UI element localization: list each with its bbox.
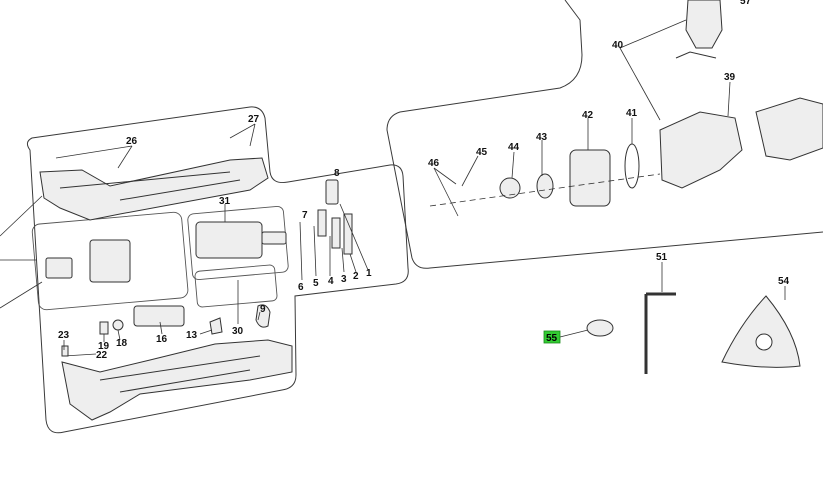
group-outlines (26, 0, 823, 434)
part-label-45: 45 (476, 147, 488, 158)
upper-housing-detail (59, 171, 241, 201)
part-label-27: 27 (248, 114, 260, 125)
part-label-55[interactable]: 55 (546, 333, 558, 344)
lower-housing-detail (99, 355, 261, 393)
part-2-spring (343, 213, 353, 255)
part-18-shape (112, 319, 124, 331)
part-label-18: 18 (116, 338, 128, 349)
part-label-39: 39 (724, 72, 736, 83)
leader-lines (0, 19, 786, 357)
part-label-22: 22 (96, 350, 108, 361)
part-label-51: 51 (656, 252, 668, 263)
part-label-13: 13 (186, 330, 198, 341)
head-assembly-outline (386, 0, 823, 269)
part-label-40: 40 (612, 40, 624, 51)
part-label-16: 16 (156, 334, 168, 345)
part-16-shape (133, 305, 185, 327)
part-1-shape (325, 179, 339, 205)
part-label-31: 31 (219, 196, 231, 207)
upper-housing-shape (39, 157, 269, 221)
part-54-hole (755, 333, 773, 351)
part-label-3: 3 (341, 274, 347, 285)
part-43-shape (536, 173, 554, 199)
part-44-shape (499, 177, 521, 199)
part-40-shape (685, 0, 723, 49)
part-label-42: 42 (582, 110, 594, 121)
part-label-2: 2 (353, 271, 359, 282)
part-drawings (39, 0, 823, 421)
highlight-box-55 (543, 330, 561, 344)
part-label-30: 30 (232, 326, 244, 337)
part-label-46: 46 (428, 158, 440, 169)
part-4-shape (317, 209, 327, 237)
part-label-1: 1 (366, 268, 372, 279)
part-label-5: 5 (313, 278, 319, 289)
part-labels: 57 40 39 42 41 43 44 45 46 26 27 31 1 2 … (58, 0, 790, 361)
wire-box (194, 264, 278, 308)
switch-box (31, 211, 189, 311)
part-label-4: 4 (328, 276, 334, 287)
part-42-shape (569, 149, 611, 207)
part-13-shape (209, 317, 223, 335)
housing-assembly-outline (26, 106, 409, 434)
motor-part (195, 221, 263, 259)
part-label-19: 19 (98, 341, 110, 352)
part-3-shape (331, 217, 341, 249)
part-label-9: 9 (260, 304, 266, 315)
part-19-shape (99, 321, 109, 335)
part-label-26: 26 (126, 136, 138, 147)
switch-contacts (45, 257, 73, 279)
highlighted-part-55[interactable]: 55 (543, 330, 561, 344)
part-label-41: 41 (626, 108, 638, 119)
part-51-hex-key (644, 292, 676, 374)
part-label-6: 6 (298, 282, 304, 293)
part-label-57: 57 (740, 0, 752, 7)
part-41-shape (624, 143, 640, 189)
part-label-8: 8 (334, 168, 340, 179)
part-label-7: 7 (302, 210, 308, 221)
switch-part (89, 239, 131, 283)
part-55-shape (586, 319, 614, 337)
part-label-44: 44 (508, 142, 520, 153)
motor-shaft (261, 231, 287, 245)
part-54-sanding-pad (721, 295, 801, 368)
part-39-shape (659, 111, 743, 189)
part-label-43: 43 (536, 132, 548, 143)
part-23-shape (61, 345, 69, 357)
right-housing-shape (755, 97, 823, 161)
part-40-arm (675, 51, 717, 59)
part-label-23: 23 (58, 330, 70, 341)
part-label-54: 54 (778, 276, 790, 287)
part-9-shape (255, 304, 271, 328)
